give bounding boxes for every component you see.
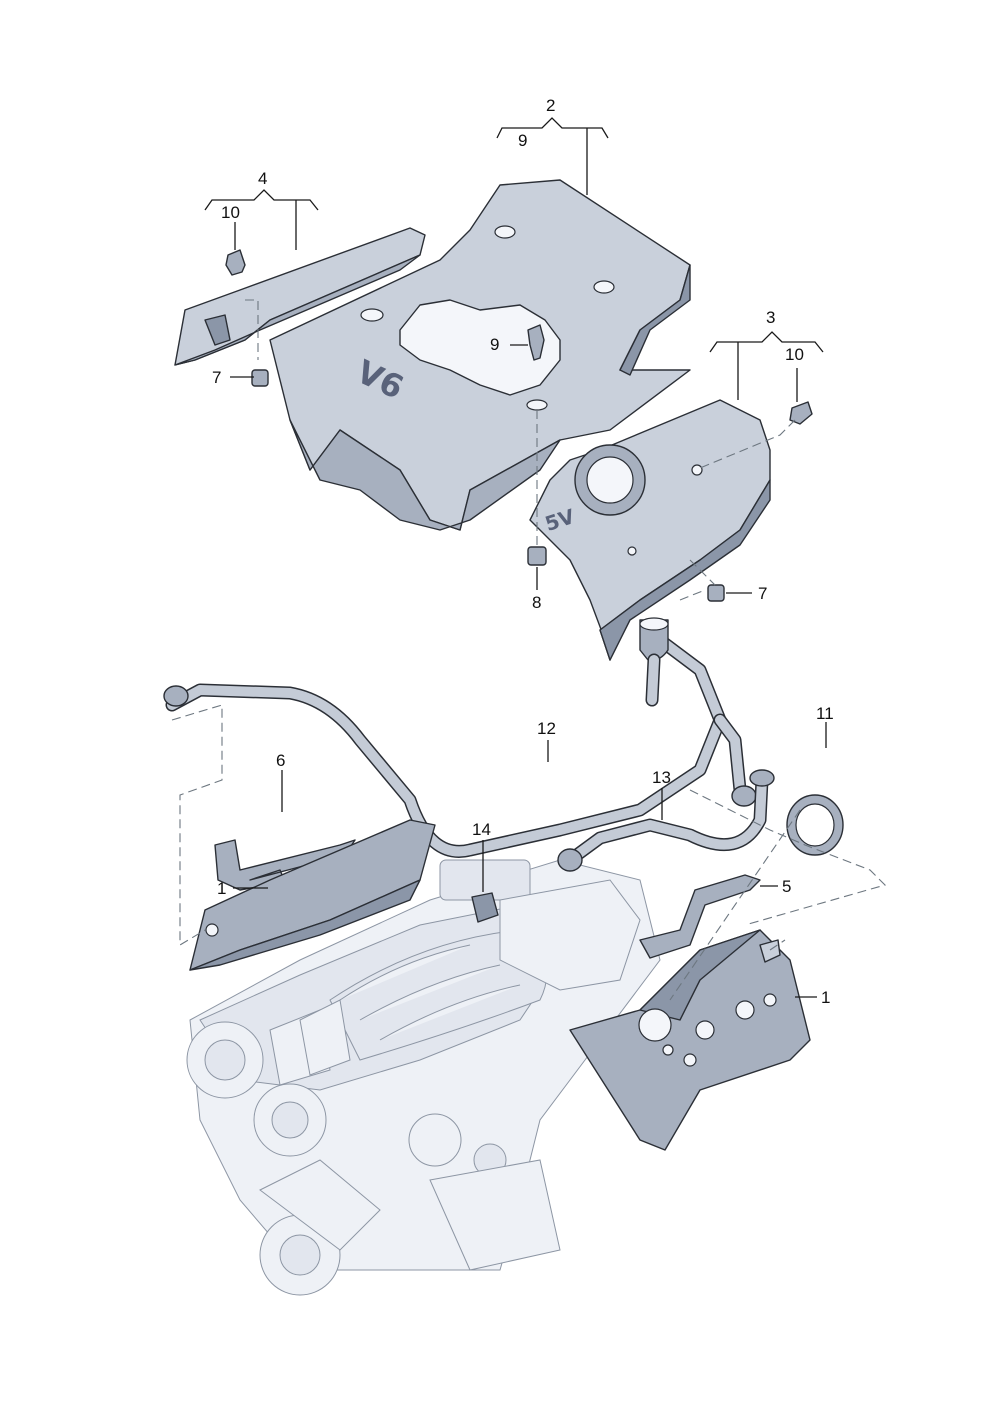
left-cover-strip xyxy=(174,227,426,366)
callout-11: 11 xyxy=(816,704,834,723)
leader-lines xyxy=(204,117,827,998)
clip-7-left xyxy=(251,369,269,387)
bolt-10-left xyxy=(225,249,246,276)
right-cover: 5V xyxy=(529,399,771,661)
callout-8: 8 xyxy=(532,593,541,612)
engine-block xyxy=(186,859,661,1296)
callout-1-left: 1 xyxy=(217,879,226,898)
callout-6: 6 xyxy=(276,751,285,770)
callout-13: 13 xyxy=(652,768,671,787)
callout-labels: 2 9 4 10 3 10 9 7 8 7 12 11 6 13 14 1 5 … xyxy=(212,96,834,1007)
callout-2-sub-9: 9 xyxy=(518,131,527,150)
valve-cover-left xyxy=(189,819,436,971)
bracket-5 xyxy=(639,874,761,959)
clip-7-right xyxy=(707,584,725,602)
gasket-11 xyxy=(786,794,844,856)
valve-cover-right xyxy=(569,929,811,1151)
callout-9: 9 xyxy=(490,335,499,354)
callout-5: 5 xyxy=(782,877,791,896)
engine-cover-main: V6 xyxy=(269,179,691,531)
clip-8 xyxy=(527,546,547,566)
assembly-lines xyxy=(171,299,887,1001)
callout-4-sub-10: 10 xyxy=(221,203,240,222)
callout-3-sub-10: 10 xyxy=(785,345,804,364)
grommet-14 xyxy=(471,892,499,923)
breather-hose-12 xyxy=(163,617,757,858)
bolt-9 xyxy=(527,324,545,361)
callout-12: 12 xyxy=(537,719,556,738)
callout-7-right: 7 xyxy=(758,584,767,603)
callout-1-right: 1 xyxy=(821,988,830,1007)
bolt-10-right xyxy=(789,401,813,425)
callout-7-left: 7 xyxy=(212,368,221,387)
breather-hose-13 xyxy=(557,769,775,872)
callout-2: 2 xyxy=(546,96,555,115)
callout-14: 14 xyxy=(472,820,491,839)
callout-3: 3 xyxy=(766,308,775,327)
callout-4: 4 xyxy=(258,169,267,188)
